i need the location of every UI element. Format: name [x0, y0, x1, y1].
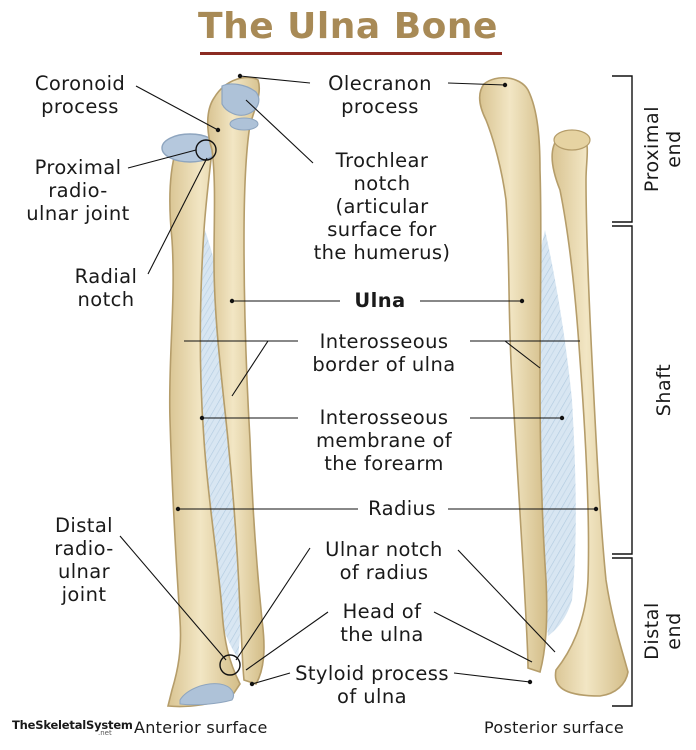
trochlear-cartilage-anterior [221, 83, 260, 116]
dot-olecranon-b [502, 82, 508, 88]
label-ulna: Ulna [354, 289, 406, 312]
bracket-distal [612, 557, 633, 707]
region-shaft: Shaft [653, 363, 675, 417]
leader-olecranon-a [239, 75, 311, 84]
leader-ulnar-notch-a [235, 547, 311, 661]
leader-radial-notch [147, 157, 208, 275]
label-radius: Radius [368, 497, 436, 520]
posterior-view [478, 77, 629, 697]
leader-border-b2 [504, 340, 541, 369]
dot-ulna-b [519, 298, 525, 304]
leader-styloid-a [251, 672, 291, 685]
dot-ulna-a [229, 298, 235, 304]
radial-head-posterior [553, 129, 591, 151]
label-styloid-process: Styloid process of ulna [295, 662, 449, 708]
caption-anterior-surface: Anterior surface [134, 718, 268, 737]
distal-joint-circle [219, 654, 241, 676]
dot-radius-b [593, 506, 599, 512]
bracket-shaft [612, 225, 633, 555]
leader-head-b [433, 611, 533, 663]
leader-head-a [245, 611, 329, 671]
label-head-of-ulna: Head of the ulna [340, 600, 424, 646]
anterior-view [161, 76, 265, 708]
ulna-posterior [478, 77, 548, 674]
leader-lines [119, 75, 596, 685]
brand-logo: TheSkeletalSystem [12, 718, 133, 732]
leader-dots [175, 73, 599, 687]
distal-radius-cartilage [179, 683, 234, 706]
region-brackets [612, 75, 633, 707]
leader-olecranon-b [447, 82, 506, 86]
ulna-anterior [206, 76, 265, 685]
bracket-proximal [612, 75, 633, 223]
dot-styloid-b [527, 679, 533, 685]
label-ulnar-notch: Ulnar notch of radius [325, 538, 443, 584]
label-coronoid-process: Coronoid process [34, 72, 126, 118]
leader-trochlear [245, 99, 314, 164]
leader-ulnar-notch-b [457, 549, 556, 653]
dot-styloid-a [249, 681, 255, 687]
label-olecranon-process: Olecranon process [328, 72, 432, 118]
dot-coronoid [215, 127, 221, 133]
region-proximal-end: Proximal end [641, 105, 685, 193]
leader-styloid-b [453, 672, 531, 683]
label-interosseous-membrane: Interosseous membrane of the forearm [315, 406, 453, 475]
label-interosseous-border: Interosseous border of ulna [312, 330, 456, 376]
page-title: The Ulna Bone [198, 6, 498, 47]
caption-posterior-surface: Posterior surface [484, 718, 625, 737]
leader-distal-joint [119, 535, 227, 661]
leader-border-a2 [231, 340, 269, 397]
label-distal-radioulnar-joint: Distal radio- ulnar joint [54, 514, 114, 606]
label-radial-notch: Radial notch [74, 265, 138, 311]
dot-membrane-a [199, 415, 205, 421]
region-distal-end: Distal end [641, 602, 685, 660]
coronoid-cartilage [229, 117, 259, 131]
label-proximal-radioulnar-joint: Proximal radio- ulnar joint [26, 156, 130, 225]
label-trochlear-notch: Trochlear notch (articular surface for t… [313, 149, 451, 264]
leader-coronoid [135, 85, 219, 131]
dot-membrane-b [559, 415, 565, 421]
dot-radius-a [175, 506, 181, 512]
dot-olecranon-a [237, 73, 243, 79]
leader-proximal-joint [127, 149, 197, 169]
brand-suffix: .net [98, 729, 112, 737]
title-underline [200, 52, 502, 55]
